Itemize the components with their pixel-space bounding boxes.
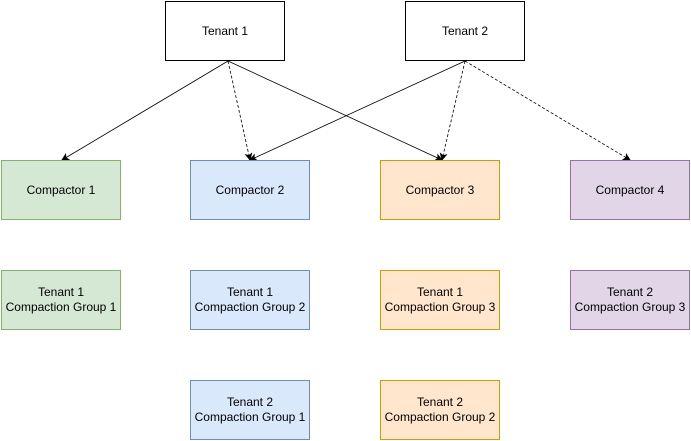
edge-tenant1-to-compactor3 (227, 60, 443, 161)
tenant-2-node: Tenant 2 (405, 1, 525, 61)
edge-tenant2-to-compactor2 (249, 60, 466, 161)
group-tenant1-group3: Tenant 1 Compaction Group 3 (380, 270, 500, 330)
edge-tenant1-to-compactor1 (61, 60, 229, 161)
edge-tenant2-to-compactor3 (439, 60, 466, 161)
edge-tenant1-to-compactor2 (227, 60, 253, 161)
compactor-1-node: Compactor 1 (1, 160, 121, 220)
group-tenant2-group1: Tenant 2 Compaction Group 1 (190, 380, 310, 440)
compactor-4-node: Compactor 4 (570, 160, 690, 220)
tenant-1-node: Tenant 1 (165, 1, 285, 61)
group-tenant1-group2: Tenant 1 Compaction Group 2 (190, 270, 310, 330)
edge-tenant2-to-compactor4 (464, 60, 631, 161)
compactor-2-node: Compactor 2 (190, 160, 310, 220)
compactor-3-node: Compactor 3 (380, 160, 500, 220)
group-tenant2-group2: Tenant 2 Compaction Group 2 (380, 380, 500, 440)
group-tenant2-group3: Tenant 2 Compaction Group 3 (570, 270, 690, 330)
group-tenant1-group1: Tenant 1 Compaction Group 1 (1, 270, 121, 330)
